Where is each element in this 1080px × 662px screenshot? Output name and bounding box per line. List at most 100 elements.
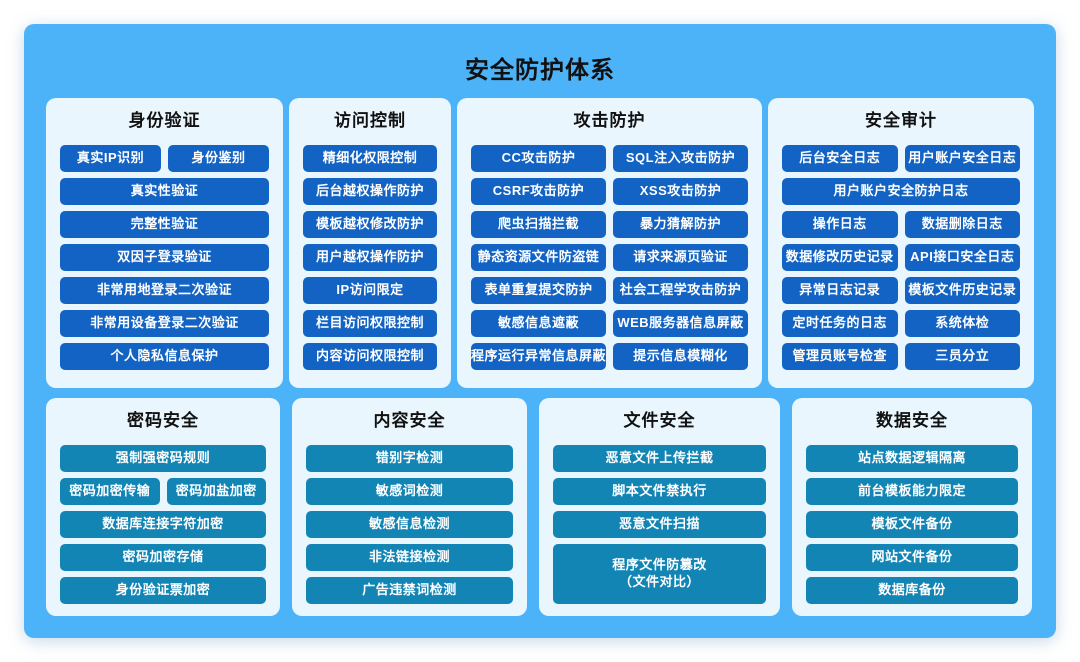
panel-data-security: 数据安全站点数据逻辑隔离前台模板能力限定模板文件备份网站文件备份数据库备份 [792, 398, 1032, 616]
security-item: IP访问限定 [303, 277, 437, 304]
security-item: 暴力猜解防护 [613, 211, 748, 238]
panel-title-identity-verification: 身份验证 [128, 111, 201, 130]
security-item: 数据删除日志 [904, 211, 1020, 238]
item-row: 恶意文件扫描 [553, 511, 766, 538]
security-item: 程序文件防篡改 （文件对比） [553, 544, 766, 604]
item-row: 脚本文件禁执行 [553, 478, 766, 505]
security-board: 安全防护体系 身份验证真实IP识别身份鉴别真实性验证完整性验证双因子登录验证非常… [24, 24, 1056, 638]
security-item: 三员分立 [904, 343, 1020, 370]
security-item: 敏感词检测 [306, 478, 513, 505]
security-item: 模板文件历史记录 [904, 277, 1020, 304]
security-item: 栏目访问权限控制 [303, 310, 437, 337]
security-item: 身份鉴别 [168, 145, 269, 172]
panel-title-security-audit: 安全审计 [865, 111, 937, 130]
security-item: 数据库备份 [806, 577, 1018, 604]
item-row: 真实IP识别身份鉴别 [60, 145, 269, 172]
item-row: 静态资源文件防盗链请求来源页验证 [471, 244, 748, 271]
item-row: 恶意文件上传拦截 [553, 445, 766, 472]
item-row: 真实性验证 [60, 178, 269, 205]
item-row: 后台越权操作防护 [303, 178, 437, 205]
security-item: 管理员账号检查 [782, 343, 898, 370]
security-item: 异常日志记录 [782, 277, 898, 304]
panel-items: 强制强密码规则密码加密传输密码加盐加密数据库连接字符加密密码加密存储身份验证票加… [60, 445, 266, 604]
item-row: 敏感信息检测 [306, 511, 513, 538]
security-item: 非法链接检测 [306, 544, 513, 571]
security-item: 密码加密存储 [60, 544, 266, 571]
item-row: 站点数据逻辑隔离 [806, 445, 1018, 472]
security-item: 社会工程学攻击防护 [613, 277, 748, 304]
security-item: 真实IP识别 [60, 145, 161, 172]
security-item: 密码加密传输 [60, 478, 160, 505]
item-row: 网站文件备份 [806, 544, 1018, 571]
item-row: 精细化权限控制 [303, 145, 437, 172]
panel-items: 恶意文件上传拦截脚本文件禁执行恶意文件扫描程序文件防篡改 （文件对比） [553, 445, 766, 604]
item-row: 数据库备份 [806, 577, 1018, 604]
item-row: 完整性验证 [60, 211, 269, 238]
security-item: 密码加盐加密 [166, 478, 266, 505]
panel-title-attack-protection: 攻击防护 [573, 111, 646, 130]
security-item: 静态资源文件防盗链 [471, 244, 606, 271]
item-row: 密码加密存储 [60, 544, 266, 571]
panel-access-control: 访问控制精细化权限控制后台越权操作防护模板越权修改防护用户越权操作防护 IP访问限… [289, 98, 451, 388]
item-row: 个人隐私信息保护 [60, 343, 269, 370]
security-item: 站点数据逻辑隔离 [806, 445, 1018, 472]
security-item: 模板越权修改防护 [303, 211, 437, 238]
item-row: IP访问限定 [303, 277, 437, 304]
security-item: 用户账户安全日志 [904, 145, 1020, 172]
bottom-row: 密码安全强制强密码规则密码加密传输密码加盐加密数据库连接字符加密密码加密存储身份… [46, 398, 1034, 616]
panel-security-audit: 安全审计后台安全日志用户账户安全日志用户账户安全防护日志操作日志数据删除日志数据… [768, 98, 1034, 388]
item-row: 管理员账号检查三员分立 [782, 343, 1020, 370]
panel-title-content-security: 内容安全 [373, 411, 446, 430]
panel-title-file-security: 文件安全 [623, 411, 696, 430]
panel-items: 真实IP识别身份鉴别真实性验证完整性验证双因子登录验证非常用地登录二次验证非常用… [60, 145, 269, 370]
security-item: 爬虫扫描拦截 [471, 211, 606, 238]
security-item: 用户账户安全防护日志 [782, 178, 1020, 205]
security-item: WEB服务器信息屏蔽 [613, 310, 748, 337]
security-item: 个人隐私信息保护 [60, 343, 269, 370]
item-row: 爬虫扫描拦截暴力猜解防护 [471, 211, 748, 238]
security-item: 广告违禁词检测 [306, 577, 513, 604]
security-item: 强制强密码规则 [60, 445, 266, 472]
security-item: 系统体检 [904, 310, 1020, 337]
security-item: 后台安全日志 [782, 145, 898, 172]
item-row: 定时任务的日志系统体检 [782, 310, 1020, 337]
item-row: 敏感信息遮蔽 WEB服务器信息屏蔽 [471, 310, 748, 337]
security-item: 敏感信息遮蔽 [471, 310, 606, 337]
security-item: 定时任务的日志 [782, 310, 898, 337]
security-item: 恶意文件上传拦截 [553, 445, 766, 472]
panel-title-data-security: 数据安全 [876, 411, 948, 430]
item-row: 程序文件防篡改 （文件对比） [553, 544, 766, 604]
panel-items: 精细化权限控制后台越权操作防护模板越权修改防护用户越权操作防护 IP访问限定栏目访… [303, 145, 437, 370]
panel-file-security: 文件安全恶意文件上传拦截脚本文件禁执行恶意文件扫描程序文件防篡改 （文件对比） [539, 398, 780, 616]
security-item: 操作日志 [782, 211, 898, 238]
item-row: 非法链接检测 [306, 544, 513, 571]
item-row: 后台安全日志用户账户安全日志 [782, 145, 1020, 172]
panel-title-access-control: 访问控制 [334, 111, 406, 130]
security-item: CC攻击防护 [471, 145, 606, 172]
item-row: 用户账户安全防护日志 [782, 178, 1020, 205]
security-item: 网站文件备份 [806, 544, 1018, 571]
security-item: 用户越权操作防护 [303, 244, 437, 271]
security-item: 表单重复提交防护 [471, 277, 606, 304]
security-item: API接口安全日志 [904, 244, 1020, 271]
security-item: SQL注入攻击防护 [613, 145, 748, 172]
security-item: 完整性验证 [60, 211, 269, 238]
panel-items: 后台安全日志用户账户安全日志用户账户安全防护日志操作日志数据删除日志数据修改历史… [782, 145, 1020, 370]
security-item: 恶意文件扫描 [553, 511, 766, 538]
item-row: 广告违禁词检测 [306, 577, 513, 604]
item-row: 非常用设备登录二次验证 [60, 310, 269, 337]
item-row: 模板越权修改防护 [303, 211, 437, 238]
item-row: 程序运行异常信息屏蔽提示信息模糊化 [471, 343, 748, 370]
item-row: CC攻击防护 SQL注入攻击防护 [471, 145, 748, 172]
security-item: CSRF攻击防护 [471, 178, 606, 205]
security-item: 身份验证票加密 [60, 577, 266, 604]
item-row: 数据库连接字符加密 [60, 511, 266, 538]
item-row: 用户越权操作防护 [303, 244, 437, 271]
item-row: 模板文件备份 [806, 511, 1018, 538]
security-item: 非常用设备登录二次验证 [60, 310, 269, 337]
security-item: 模板文件备份 [806, 511, 1018, 538]
item-row: 错别字检测 [306, 445, 513, 472]
